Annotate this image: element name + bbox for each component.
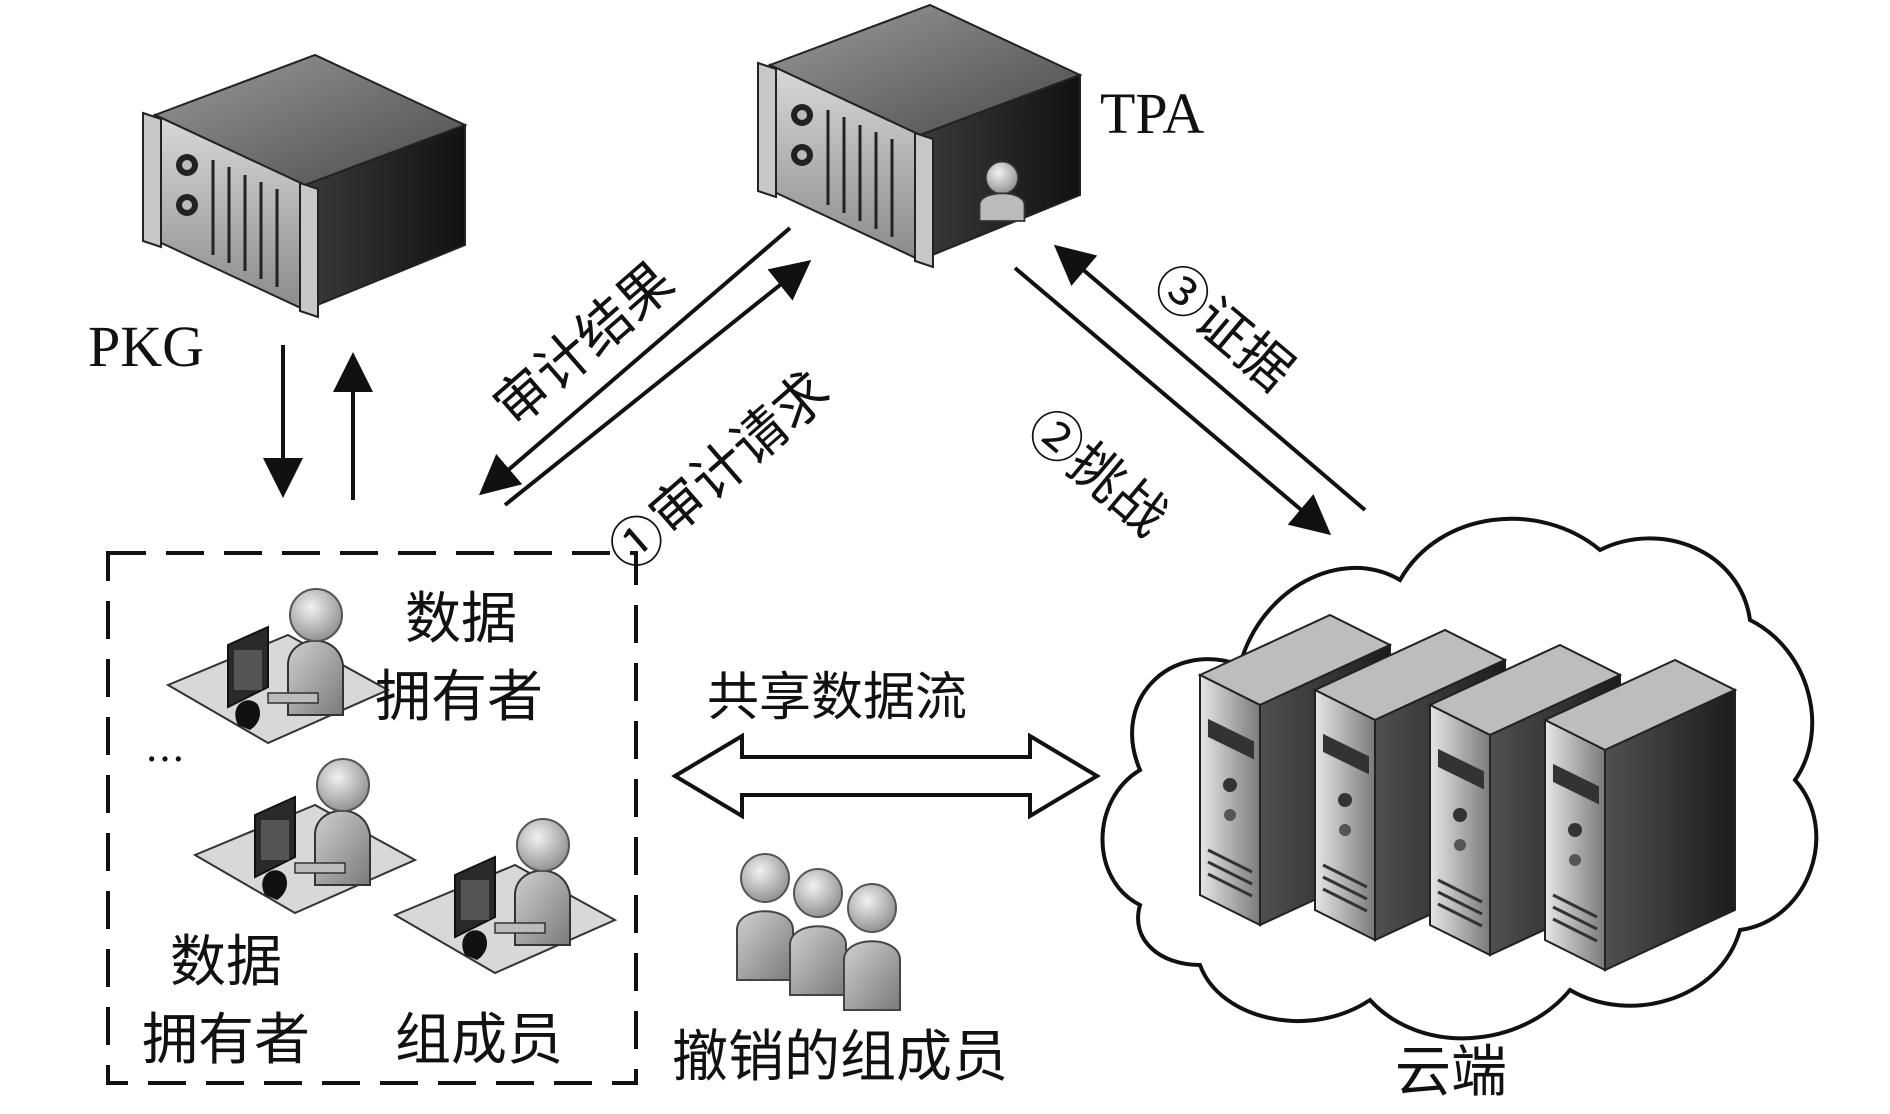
cloud-server-icon-4 [1543, 658, 1737, 972]
group-member-icon [394, 818, 616, 974]
challenge-arrow [1013, 266, 1332, 536]
pkg-server-icon [141, 53, 467, 319]
cloud-label: 云端 [1395, 1040, 1507, 1105]
data-owner-bottom-label-line1: 数据 [170, 930, 282, 995]
revoked-members-label: 撤销的组成员 [672, 1025, 1008, 1090]
group-boundary [106, 551, 638, 1085]
data-owner-top-label-line2: 拥有者 [375, 665, 543, 730]
shared-data-flow-arrow [671, 732, 1101, 820]
tpa-auditor-icon [978, 160, 1026, 222]
audit-request-arrow [503, 260, 812, 507]
group-member-label: 组成员 [395, 1008, 563, 1073]
ellipsis-label: … [145, 725, 185, 771]
shared-data-flow-label: 共享数据流 [707, 668, 968, 728]
revoked-members-icon [736, 853, 901, 1011]
data-owner-top-icon [167, 588, 389, 744]
pkg-label: PKG [88, 314, 205, 379]
tpa-server-icon [756, 3, 1082, 269]
audit-result-arrow [478, 226, 792, 496]
data-owner-bottom-label-line2: 拥有者 [142, 1008, 310, 1073]
evidence-arrow [1053, 244, 1367, 512]
tpa-label: TPA [1100, 81, 1205, 146]
data-owner-bottom-icon [194, 758, 416, 914]
data-owner-top-label-line1: 数据 [405, 587, 517, 652]
